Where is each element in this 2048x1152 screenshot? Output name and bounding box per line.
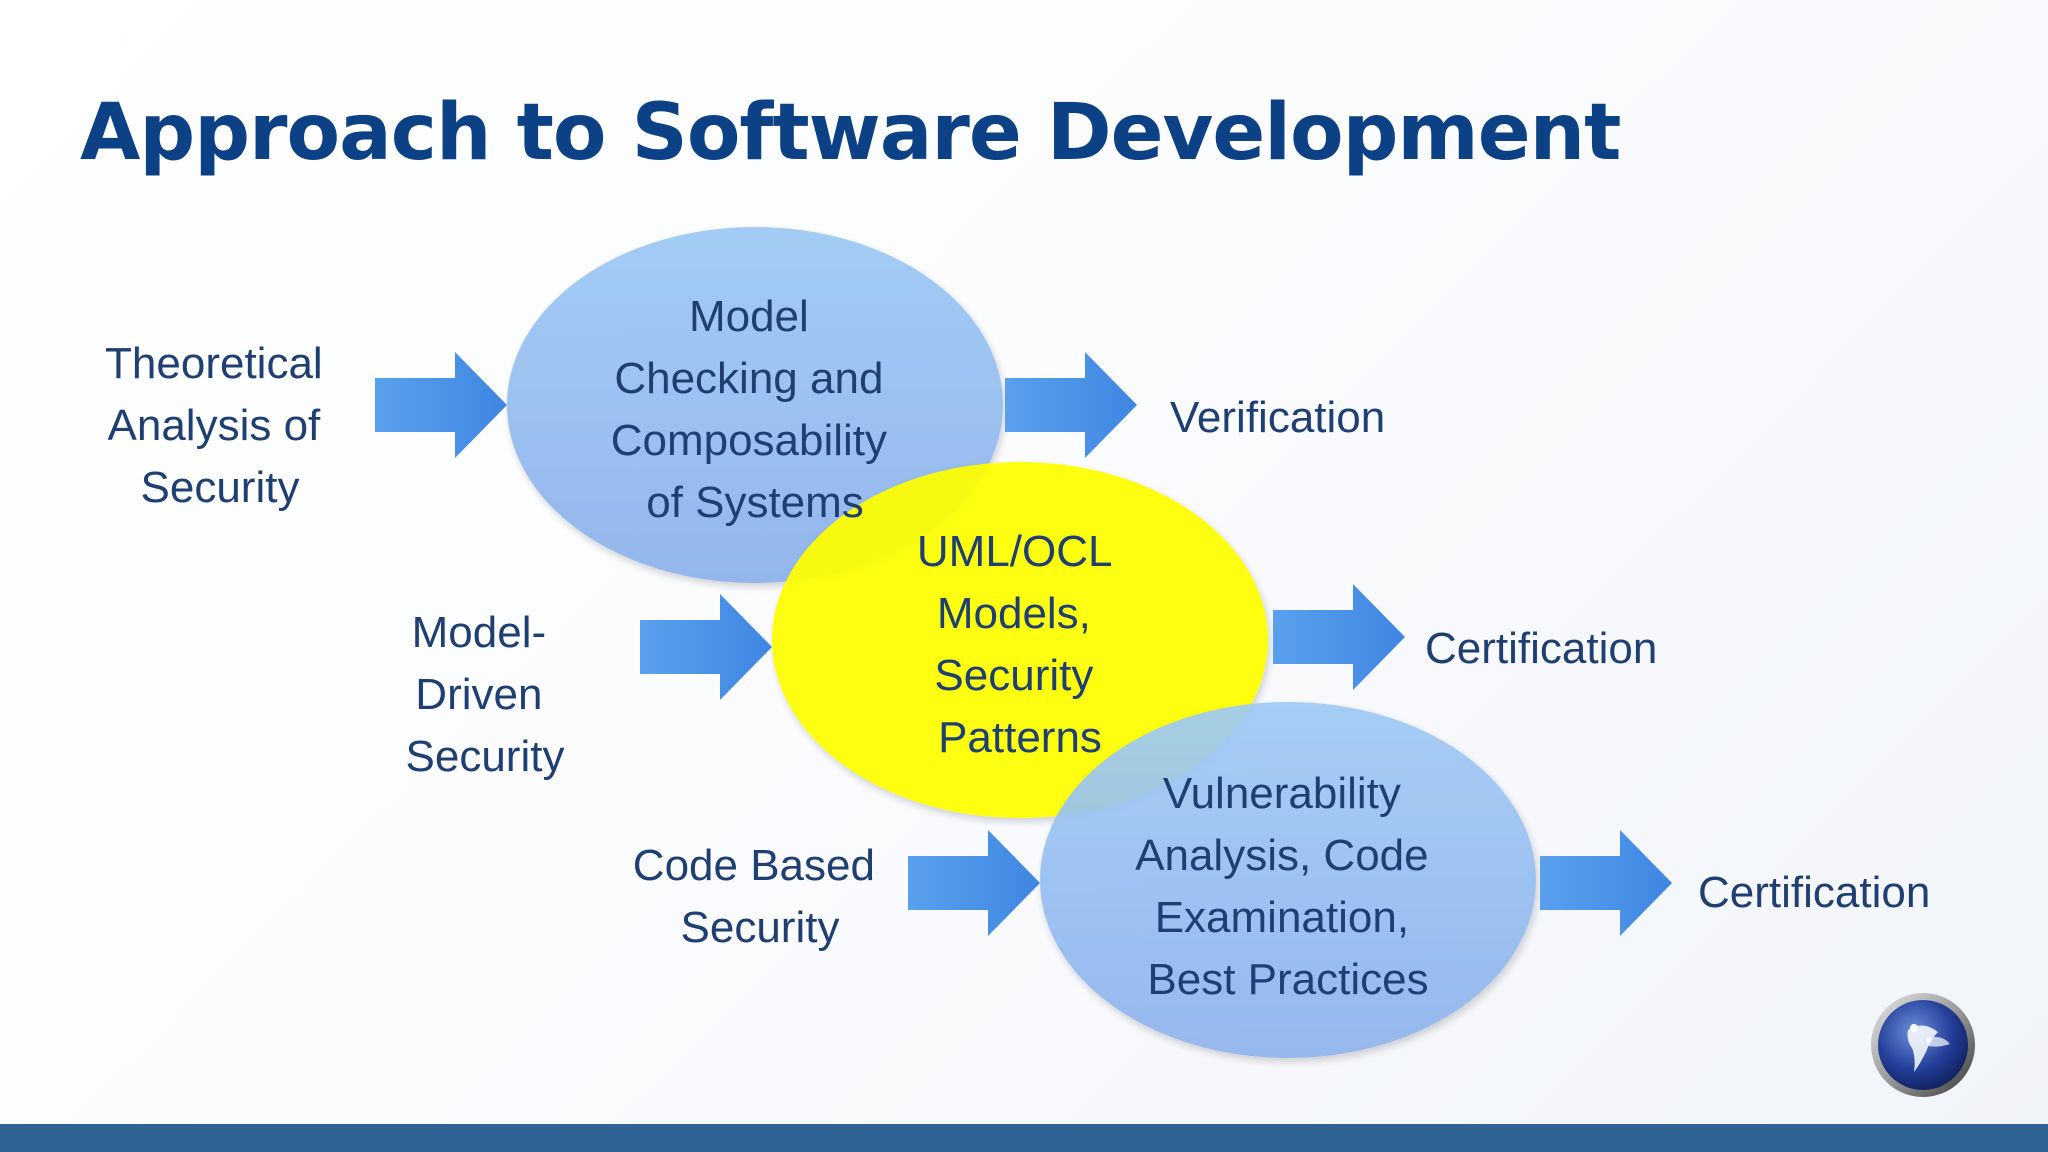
row2-input-label: Model- Driven Security [406,608,565,781]
circle-vulnerability-analysis [1040,702,1536,1058]
arrow-right-icon [1005,352,1137,458]
arrow-right-icon [908,830,1040,936]
arrow-right-icon [1540,830,1672,936]
bottom-bar [0,1124,2048,1152]
row1-output-label: Verification [1170,393,1385,442]
row2-output-label: Certification [1425,624,1657,673]
circle-model-checking-label: Model Checking and Composability of Syst… [611,292,900,527]
arrow-right-icon [1273,584,1405,690]
row3-input-label: Code Based Security [633,841,887,952]
circle-uml-ocl-label: UML/OCL Models, Security Patterns [917,527,1123,762]
arrow-right-icon [375,352,507,458]
arrow-right-icon [640,594,772,700]
row1-input-label: Theoretical Analysis of Security [105,339,335,512]
owasp-wasp-logo-icon [1871,993,1975,1097]
slide-title: Approach to Software Development [80,88,1621,178]
row3-output-label: Certification [1698,868,1930,917]
circle-vulnerability-analysis-label: Vulnerability Analysis, Code Examination… [1135,769,1441,1004]
circle-uml-ocl [772,462,1268,818]
